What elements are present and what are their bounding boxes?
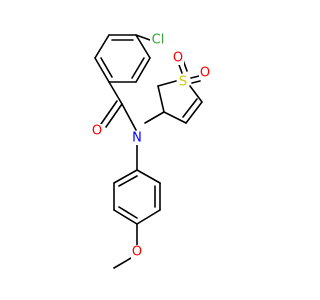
bond-double-inner: [118, 206, 138, 219]
atom-methoxy-oxygen: O: [131, 245, 143, 260]
bond-ring-carbonyl: [108, 81, 123, 105]
bond-double-inner: [182, 98, 198, 118]
bond-c-cl: [135, 34, 151, 41]
bond: [136, 169, 161, 184]
bond-double-inner: [100, 57, 113, 78]
bond-double-inner: [131, 57, 145, 79]
bond-n-ring-c3: [144, 111, 165, 124]
bond: [135, 34, 151, 59]
atom-label-n: N: [132, 131, 142, 146]
atom-label-s: S: [179, 75, 187, 90]
bond-s-o-right-2: [191, 80, 201, 84]
atom-label-o-s2: O: [200, 66, 210, 81]
atom-carbonyl-oxygen: O: [91, 124, 103, 139]
atom-sulfone-oxygen-upper: O: [172, 51, 184, 66]
bond: [94, 34, 110, 59]
bond: [157, 80, 177, 87]
bond-carbonyl-n: [121, 103, 137, 131]
atom-chlorine: Cl: [150, 33, 166, 48]
bond: [189, 85, 203, 103]
chlorobenzoyl-ring: [94, 34, 151, 83]
bond: [94, 57, 110, 83]
bond-double-inner: [118, 175, 138, 187]
dihydrothiophene-dioxide-ring: [157, 80, 203, 124]
bond-o-methyl: [113, 257, 132, 269]
atom-label-o-ether: O: [132, 245, 142, 260]
atom-sulfone-oxygen-right: O: [199, 66, 211, 81]
atom-label-o-carbonyl: O: [92, 124, 102, 139]
bond: [113, 209, 138, 225]
bond: [113, 169, 138, 184]
bond: [136, 209, 161, 225]
bond: [135, 57, 151, 83]
bond-s-o-right-1: [190, 75, 200, 79]
bond: [185, 101, 203, 124]
bond-carbonyl-double-1: [105, 103, 123, 128]
atom-label-cl: Cl: [152, 33, 165, 48]
bond: [163, 111, 187, 124]
atom-amide-nitrogen: N: [131, 131, 143, 146]
methoxyphenyl-ring: [113, 169, 161, 225]
bond-carbonyl-double-2: [100, 100, 118, 125]
bond: [157, 85, 165, 113]
chemical-structure: Cl O N S O O O: [91, 33, 211, 269]
atom-sulfur: S: [177, 75, 189, 90]
atom-label-o-s1: O: [173, 51, 183, 66]
